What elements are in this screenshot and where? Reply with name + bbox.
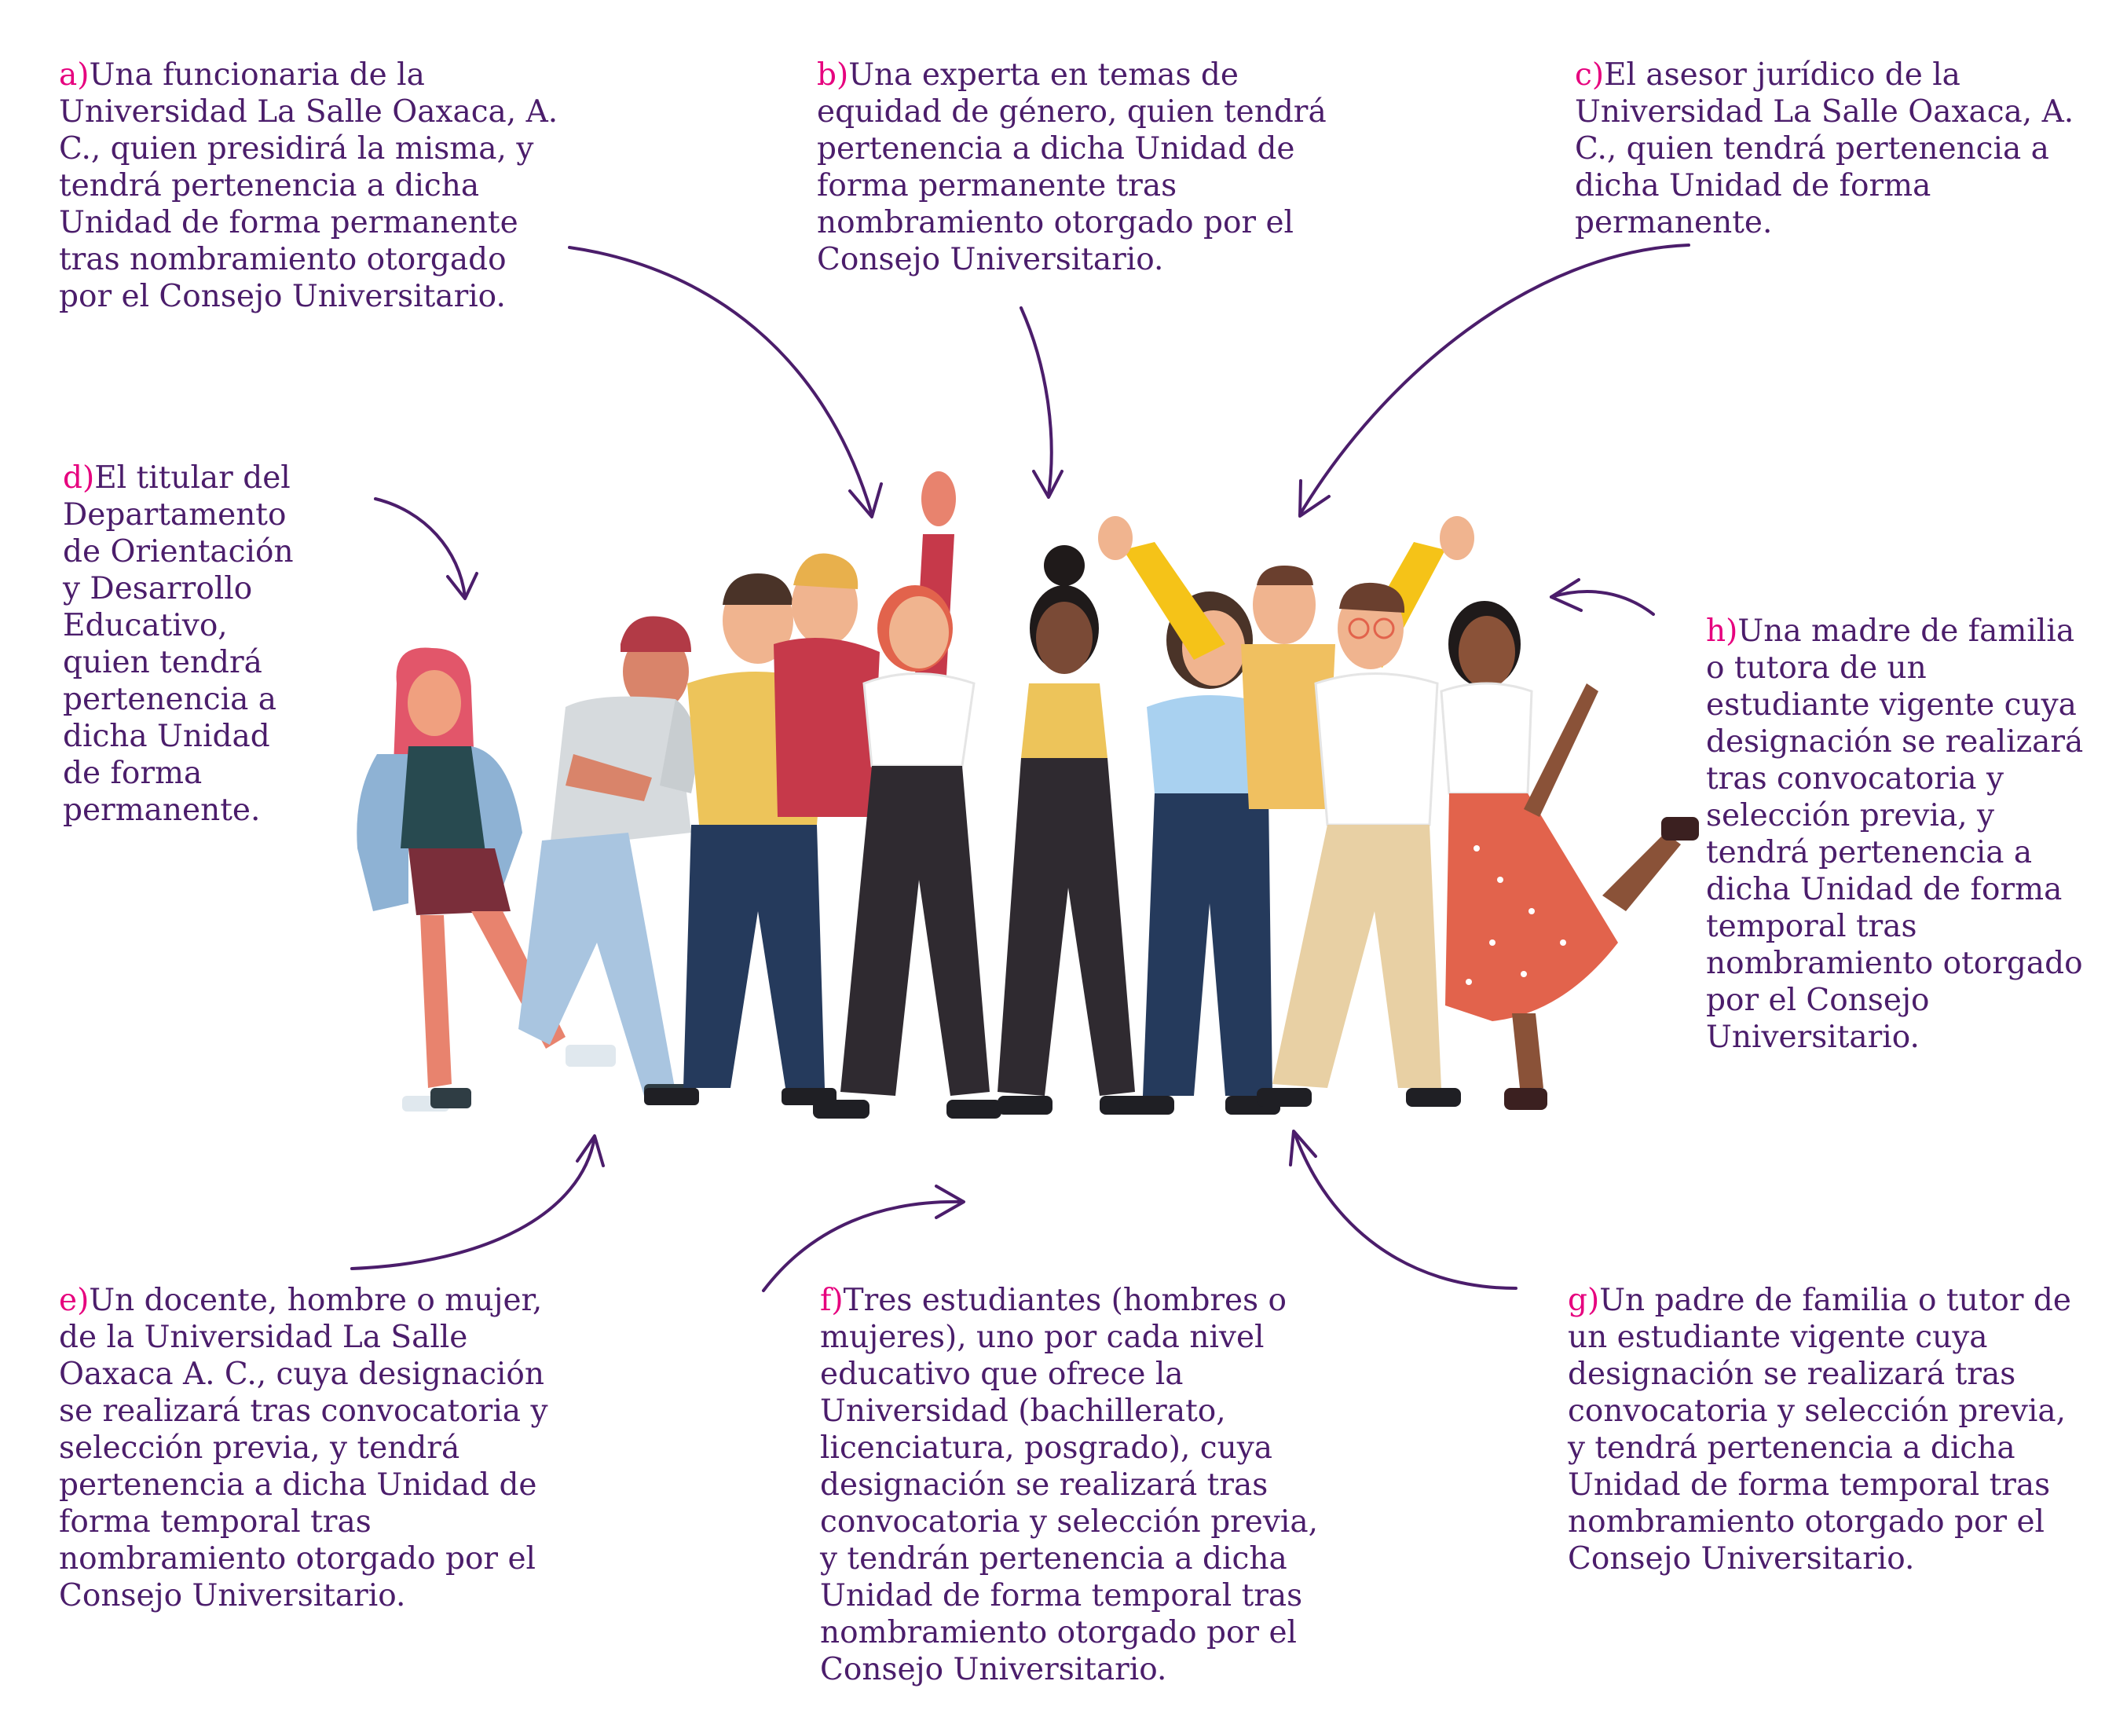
member-h-text: Una madre de familia o tutora de un estu… <box>1706 613 2084 1055</box>
arrow-e <box>350 1134 605 1270</box>
person-10-illustration <box>1440 601 1699 1110</box>
member-c-description: c)El asesor jurídico de la Universidad L… <box>1575 57 2078 241</box>
member-c-letter: c) <box>1575 57 1605 93</box>
member-a-text: Una funcionaria de la Universidad La Sal… <box>59 57 558 314</box>
member-b-letter: b) <box>817 57 849 93</box>
member-d-description: d)El titular del Departamento de Orienta… <box>63 460 314 829</box>
arrow-f <box>762 1185 965 1292</box>
member-f-letter: f) <box>820 1283 844 1318</box>
person-9-illustration <box>1257 582 1461 1107</box>
person-2-illustration <box>518 616 697 1103</box>
member-h-letter: h) <box>1706 613 1738 649</box>
arrow-b <box>1020 306 1064 499</box>
person-1-illustration <box>357 647 566 1112</box>
member-b-description: b)Una experta en temas de equidad de gén… <box>817 57 1335 278</box>
member-a-description: a)Una funcionaria de la Universidad La S… <box>59 57 562 315</box>
member-g-text: Un padre de familia o tutor de un estudi… <box>1568 1283 2071 1577</box>
member-f-text: Tres estudiantes (hombres o mujeres), un… <box>820 1283 1319 1687</box>
member-d-text: El titular del Departamento de Orientaci… <box>63 460 294 828</box>
arrow-d <box>374 497 478 600</box>
member-g-letter: g) <box>1568 1283 1600 1318</box>
member-f-description: f)Tres estudiantes (hombres o mujeres), … <box>820 1282 1323 1688</box>
member-b-text: Una experta en temas de equidad de géner… <box>817 57 1327 277</box>
member-e-description: e)Un docente, hombre o mujer, de la Univ… <box>59 1282 577 1614</box>
member-a-letter: a) <box>59 57 90 93</box>
arrow-c <box>1298 244 1690 518</box>
arrow-h <box>1550 578 1655 616</box>
member-c-text: El asesor jurídico de la Universidad La … <box>1575 57 2074 240</box>
member-e-text: Un docente, hombre o mujer, de la Univer… <box>59 1283 548 1613</box>
member-d-letter: d) <box>63 460 95 496</box>
arrow-a <box>568 246 883 518</box>
person-6-illustration <box>998 545 1148 1115</box>
member-g-description: g)Un padre de familia o tutor de un estu… <box>1568 1282 2078 1577</box>
person-5-illustration <box>813 585 1001 1119</box>
member-h-description: h)Una madre de familia o tutora de un es… <box>1706 613 2099 1056</box>
member-e-letter: e) <box>59 1283 90 1318</box>
person-7-illustration <box>1119 591 1280 1115</box>
arrow-g <box>1289 1130 1517 1290</box>
